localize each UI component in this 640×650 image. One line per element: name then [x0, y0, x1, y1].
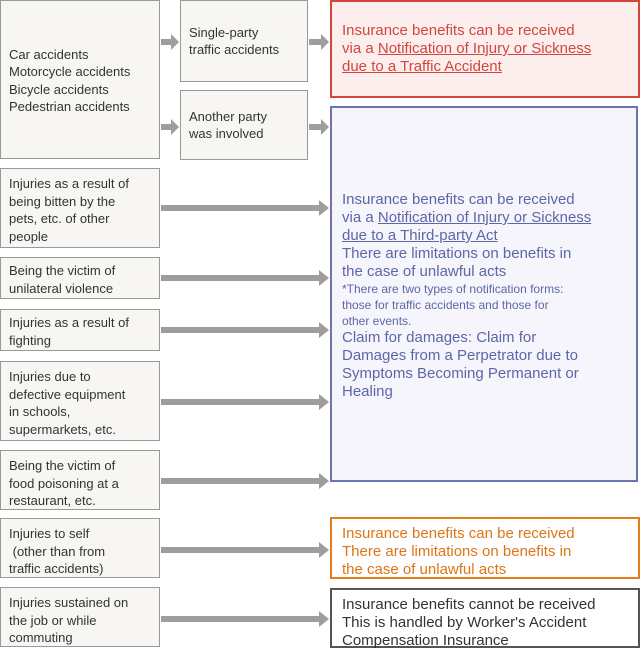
cause-line: being bitten by the: [9, 193, 116, 209]
cause-line: food poisoning at a: [9, 475, 119, 491]
result-text: the case of unlawful acts: [342, 263, 507, 280]
result-text: Insurance benefits can be received: [342, 191, 575, 208]
arrow-right-icon: [161, 198, 329, 218]
result-text: Insurance benefits cannot be received: [342, 596, 596, 613]
notification-link[interactable]: due to a Traffic Accident: [342, 58, 502, 75]
cause-unilateral-violence: Being the victim of unilateral violence: [0, 257, 160, 299]
accident-type-car: Car accidents: [9, 46, 89, 62]
cause-line: restaurant, etc.: [9, 493, 96, 508]
result-text: Claim for damages: Claim for: [342, 329, 537, 346]
accident-type-motorcycle: Motorcycle accidents: [9, 64, 131, 79]
result-limited-benefits: Insurance benefits can be received There…: [330, 517, 640, 579]
result-text: There are limitations on benefits in: [342, 543, 572, 560]
result-text-prefix: via a: [342, 40, 378, 57]
result-text-prefix: via a: [342, 209, 378, 226]
cause-line: people: [9, 228, 49, 244]
cause-food-poisoning: Being the victim of food poisoning at a …: [0, 450, 160, 510]
result-traffic-accident-notification: Insurance benefits can be received via a…: [330, 0, 640, 98]
cause-line: pets, etc. of other: [9, 211, 110, 226]
notification-link[interactable]: Notification of Injury or Sickness: [377, 209, 592, 226]
arrow-right-icon: [161, 117, 179, 137]
single-party-line-2: traffic accidents: [189, 42, 280, 57]
arrow-right-icon: [161, 320, 329, 340]
arrow-right-icon: [309, 117, 329, 137]
result-text: via a Notification of Injury or Sickness: [342, 40, 628, 58]
another-party-box: Another party was involved: [180, 90, 308, 160]
arrow-right-icon: [161, 609, 329, 629]
notification-link[interactable]: Notification of Injury or Sickness: [377, 40, 592, 57]
cause-line: Injuries due to: [9, 369, 91, 384]
cause-line: Being the victim of: [9, 458, 116, 473]
result-text: There are limitations on benefits in: [342, 245, 572, 262]
result-text: the case of unlawful acts: [342, 561, 507, 578]
result-text: Healing: [342, 383, 393, 400]
cause-line: commuting: [9, 630, 73, 645]
arrow-right-icon: [309, 32, 329, 52]
arrow-right-icon: [161, 540, 329, 560]
cause-pet-bite: Injuries as a result of being bitten by …: [0, 168, 160, 248]
cause-line: Injuries to self: [9, 526, 90, 541]
cause-line: (other than from: [9, 543, 106, 559]
cause-self-injury: Injuries to self (other than from traffi…: [0, 518, 160, 578]
cause-line: the job or while: [9, 612, 97, 628]
cause-line: Injuries sustained on: [9, 595, 129, 610]
result-text: Insurance benefits can be received: [342, 22, 575, 39]
cause-work-commuting: Injuries sustained on the job or while c…: [0, 587, 160, 647]
result-text: via a Notification of Injury or Sickness: [342, 209, 626, 227]
result-text: This is handled by Worker's Accident: [342, 614, 587, 631]
single-party-box: Single-party traffic accidents: [180, 0, 308, 82]
notification-link[interactable]: due to a Third-party Act: [342, 227, 498, 244]
result-note: *There are two types of notification for…: [342, 282, 564, 296]
result-text: Damages from a Perpetrator due to: [342, 347, 578, 364]
cause-line: traffic accidents): [9, 561, 104, 576]
accident-type-pedestrian: Pedestrian accidents: [9, 99, 130, 114]
single-party-line-1: Single-party: [189, 24, 259, 40]
cause-line: Being the victim of: [9, 263, 116, 278]
cause-line: defective equipment: [9, 386, 126, 402]
cause-line: supermarkets, etc.: [9, 421, 116, 437]
arrow-right-icon: [161, 268, 329, 288]
cause-fighting: Injuries as a result of fighting: [0, 309, 160, 351]
result-note: other events.: [342, 314, 412, 328]
arrow-right-icon: [161, 32, 179, 52]
cause-defective-equipment: Injuries due to defective equipment in s…: [0, 361, 160, 441]
another-party-line-2: was involved: [189, 126, 264, 141]
result-note: those for traffic accidents and those fo…: [342, 298, 549, 312]
cause-line: in schools,: [9, 404, 71, 419]
accident-type-bicycle: Bicycle accidents: [9, 81, 109, 97]
cause-line: Injuries as a result of: [9, 315, 129, 330]
result-text: Symptoms Becoming Permanent or: [342, 365, 579, 382]
accident-types-box: Car accidents Motorcycle accidents Bicyc…: [0, 0, 160, 159]
result-text: Compensation Insurance: [342, 632, 509, 649]
another-party-line-1: Another party: [189, 108, 268, 124]
cause-line: unilateral violence: [9, 280, 114, 296]
arrow-right-icon: [161, 471, 329, 491]
result-workers-compensation: Insurance benefits cannot be received Th…: [330, 588, 640, 649]
cause-line: fighting: [9, 332, 51, 348]
cause-line: Injuries as a result of: [9, 176, 129, 191]
result-third-party-notification: Insurance benefits can be received via a…: [330, 106, 638, 482]
arrow-right-icon: [161, 392, 329, 412]
result-text: Insurance benefits can be received: [342, 525, 575, 542]
